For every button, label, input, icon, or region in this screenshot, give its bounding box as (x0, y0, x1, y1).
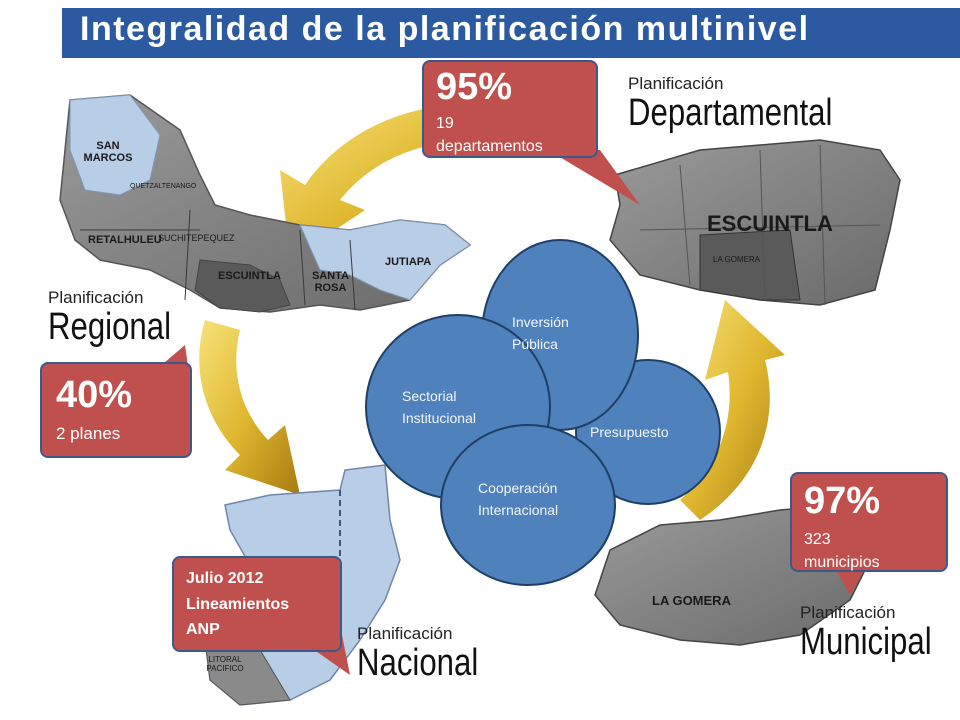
map-label-suchitepequez: SUCHITEPEQUEZ (158, 233, 235, 243)
level-regional-small: Planificación (48, 288, 144, 307)
map-label-quetzaltenango: QUETZALTENANGO (130, 183, 197, 190)
callout-nacional: Julio 2012 Lineamientos ANP (172, 556, 342, 652)
circle-sectorial-line1: Sectorial (402, 388, 457, 404)
level-regional: Planificación Regional (48, 288, 198, 346)
callout-municipal-line2: municipios (804, 554, 880, 572)
map-label-la-gomera-municipal: LA GOMERA (652, 593, 731, 608)
circle-cooperacion-line2: Internacional (478, 501, 559, 518)
callout-nacional-line3: ANP (186, 621, 220, 639)
callout-nacional-line1: Julio 2012 (186, 570, 264, 587)
circle-inversion-line1: Inversión (512, 314, 569, 330)
level-departamental-small: Planificación (628, 74, 724, 93)
map-label-escuintla-region: ESCUINTLA (218, 270, 281, 282)
map-label-la-gomera-small: LA GOMERA (713, 255, 761, 264)
callout-municipal: 97% 323 municipios (790, 472, 948, 572)
callout-departamental: 95% 19 departamentos (422, 60, 598, 158)
departmental-map (609, 139, 901, 306)
circle-presupuesto-line1: Presupuesto (590, 424, 669, 440)
cycle-arrow-left (199, 320, 300, 495)
circle-sectorial-line2: Institucional (402, 409, 476, 426)
callout-departamental-value: 95% (436, 66, 513, 108)
level-departamental: Planificación Departamental (628, 74, 877, 132)
circle-presupuesto-label: Presupuesto (590, 422, 669, 444)
map-label-san-marcos: SAN MARCOS (83, 140, 133, 165)
map-label-litoral-pacifico: LITORAL PACIFICO (206, 655, 244, 673)
callout-municipal-value: 97% (804, 480, 881, 522)
level-municipal: Planificación Municipal (800, 603, 960, 661)
level-nacional-big: Nacional (357, 642, 479, 684)
level-nacional: Planificación Nacional (357, 624, 505, 682)
circle-cooperacion-label: Cooperación Internacional (478, 478, 558, 521)
circle-inversion-line2: Pública (512, 335, 558, 352)
map-label-retalhuleu: RETALHULEU (88, 234, 162, 246)
level-regional-big: Regional (48, 306, 171, 348)
circle-cooperacion (440, 424, 616, 586)
circle-sectorial-label: Sectorial Institucional (402, 386, 476, 429)
level-municipal-small: Planificación (800, 603, 896, 622)
callout-regional: 40% 2 planes (40, 362, 192, 458)
level-nacional-small: Planificación (357, 624, 453, 643)
callout-departamental-line1: 19 (436, 115, 454, 132)
cycle-arrow-right (680, 300, 785, 520)
circle-inversion-label: Inversión Pública (512, 312, 569, 355)
title-bar (62, 8, 960, 58)
regional-map (59, 94, 472, 313)
callout-departamental-line2: departamentos (436, 138, 543, 156)
circle-cooperacion-line1: Cooperación (478, 480, 558, 496)
map-label-escuintla-dept: ESCUINTLA (707, 211, 833, 236)
callout-nacional-line2: Lineamientos (186, 595, 290, 613)
cycle-arrow-top (280, 102, 520, 261)
callout-regional-line1: 2 planes (56, 424, 121, 443)
callout-regional-value: 40% (56, 374, 133, 416)
callout-municipal-line1: 323 (804, 531, 831, 548)
page-title: Integralidad de la planificación multini… (80, 10, 810, 48)
center-circles (365, 239, 721, 586)
level-departamental-big: Departamental (628, 92, 833, 134)
level-municipal-big: Municipal (800, 621, 932, 663)
map-label-jutiapa: JUTIAPA (385, 256, 432, 268)
callout-tail-departamental (548, 150, 640, 205)
map-label-santa-rosa: SANTA ROSA (311, 270, 350, 295)
